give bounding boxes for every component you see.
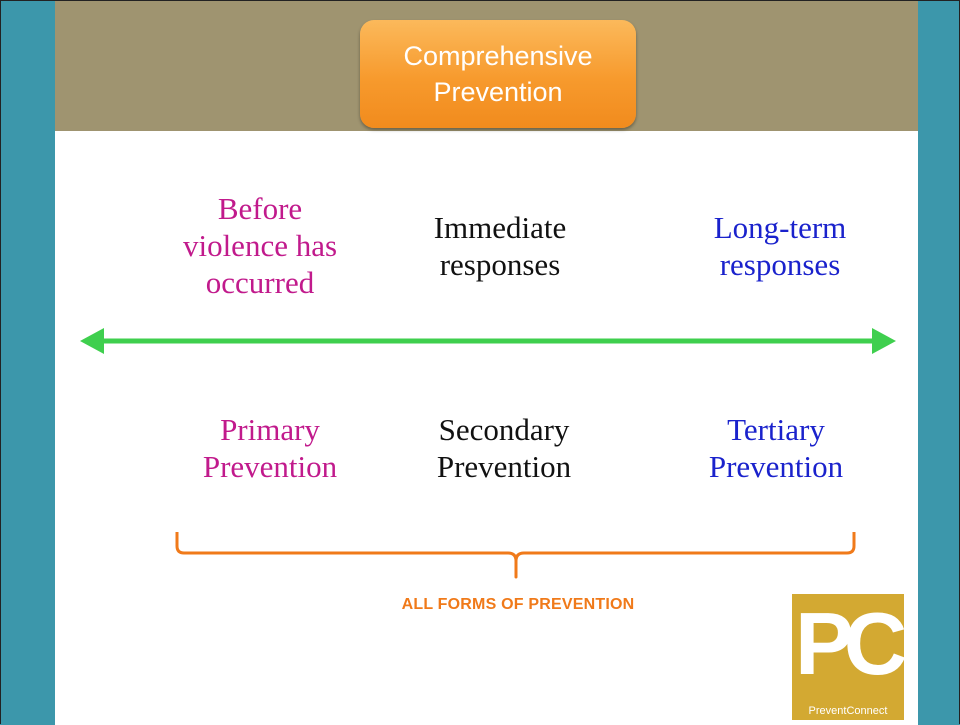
right-frame-bar [918,0,960,725]
title-line-2: Prevention [433,77,563,107]
prevention-bracket [175,532,856,579]
title-box: Comprehensive Prevention [360,20,636,128]
long-term-responses-label: Long-term responses [713,210,847,282]
left-frame-bar [0,0,55,725]
logo-wordmark: PreventConnect [808,705,888,717]
timeline-arrow [80,328,896,354]
secondary-prevention-label: Secondary Prevention [436,412,572,484]
preventconnect-logo: PC PreventConnect [792,594,904,720]
all-forms-label: ALL FORMS OF PREVENTION [401,596,635,613]
primary-prevention-label: Primary Prevention [202,412,338,484]
title-line-1: Comprehensive [403,41,593,71]
logo-initials: PC [795,594,904,693]
before-violence-label: Before violence has occurred [182,191,338,300]
immediate-responses-label: Immediate responses [433,210,567,282]
tertiary-prevention-label: Tertiary Prevention [708,412,844,484]
